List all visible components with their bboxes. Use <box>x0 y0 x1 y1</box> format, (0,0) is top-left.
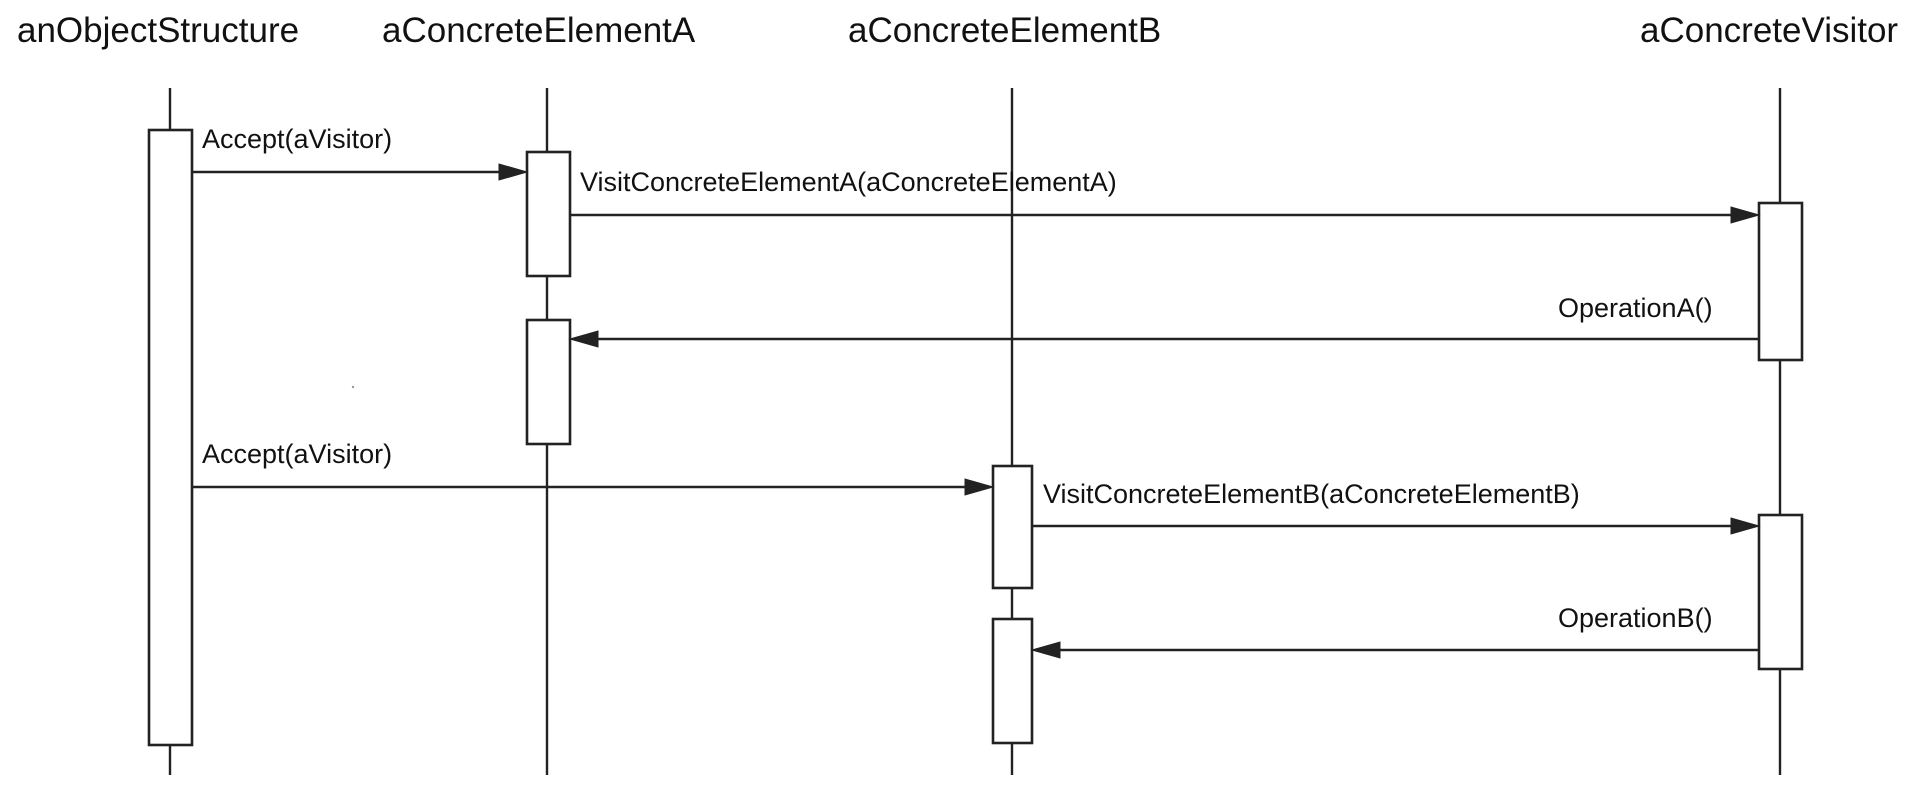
activation-elementA-accept <box>525 150 572 278</box>
arrowhead-accept-b <box>964 478 995 496</box>
activation-elementA-operation <box>525 318 572 446</box>
activation-anObjectStructure <box>147 128 194 747</box>
arrowhead-operation-a <box>568 330 599 348</box>
activation-elementB-operation <box>991 617 1034 745</box>
participant-aConcreteElementA: aConcreteElementA <box>382 11 696 50</box>
scan-speck <box>351 385 355 389</box>
arrowhead-operation-b <box>1030 641 1061 659</box>
message-label-operation-b: OperationB() <box>1558 603 1713 633</box>
message-label-accept-b: Accept(aVisitor) <box>202 439 392 469</box>
arrowhead-accept-a <box>498 163 529 181</box>
message-label-accept-a: Accept(aVisitor) <box>202 124 392 154</box>
message-label-visit-a: VisitConcreteElementA(aConcreteElementA) <box>580 167 1117 197</box>
participant-aConcreteElementB: aConcreteElementB <box>848 11 1161 50</box>
message-label-operation-a: OperationA() <box>1558 293 1713 323</box>
participant-anObjectStructure: anObjectStructure <box>17 11 299 50</box>
arrowhead-visit-a <box>1730 206 1761 224</box>
arrowhead-visit-b <box>1730 517 1761 535</box>
activation-visitor-visitA <box>1757 201 1804 362</box>
activation-visitor-visitB <box>1757 513 1804 671</box>
activation-elementB-accept <box>991 464 1034 590</box>
participant-aConcreteVisitor: aConcreteVisitor <box>1640 11 1898 50</box>
message-label-visit-b: VisitConcreteElementB(aConcreteElementB) <box>1043 479 1580 509</box>
